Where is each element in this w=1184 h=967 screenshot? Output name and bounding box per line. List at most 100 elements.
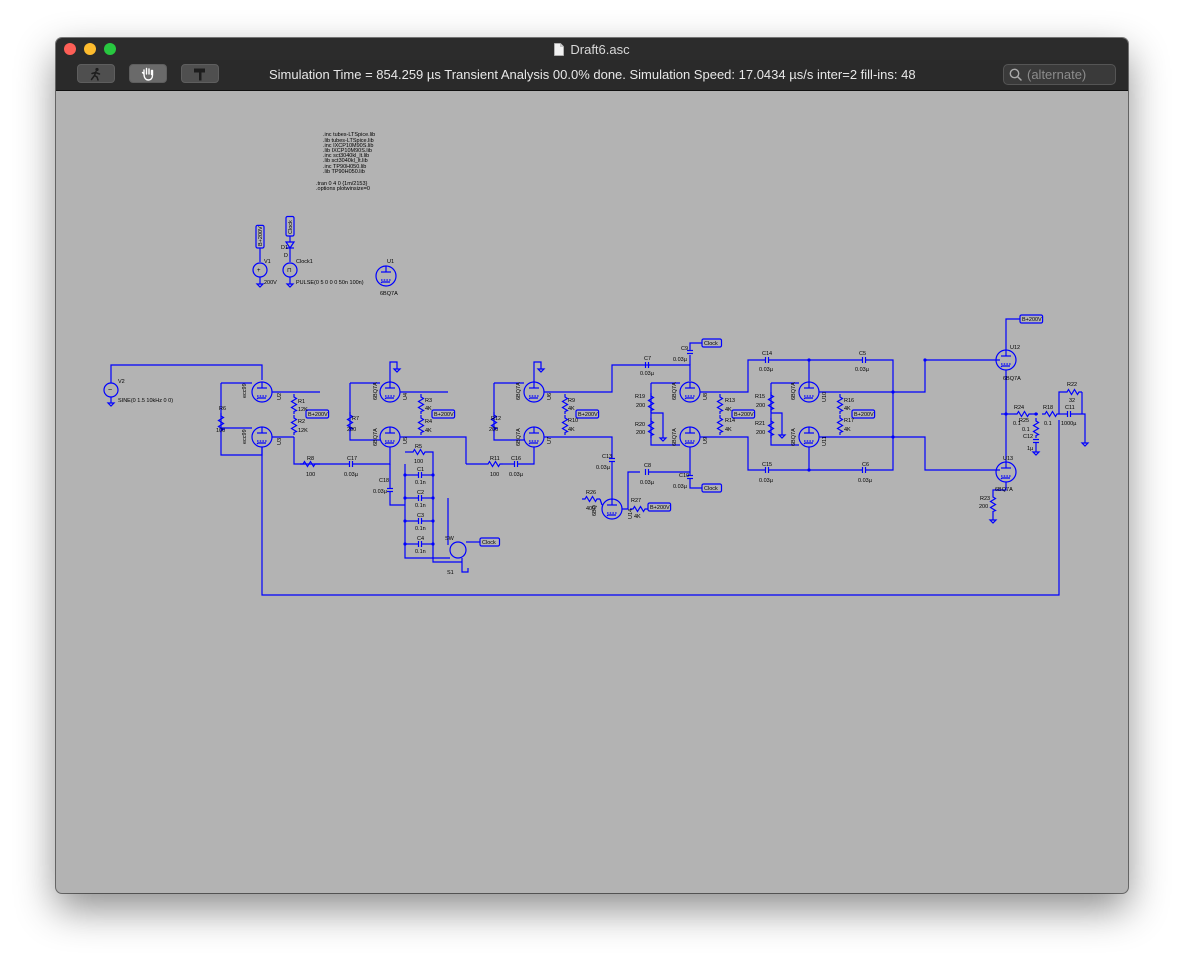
wire	[599, 498, 603, 506]
resistor-r25	[1032, 418, 1040, 438]
c15-name: C15	[762, 462, 772, 468]
resistor-r27	[630, 505, 648, 513]
close-window-button[interactable]	[64, 43, 76, 55]
bplus-flag-4-text: B+200V	[650, 505, 670, 511]
r16-value: 4K	[844, 406, 851, 412]
u14-type: 6BQ	[592, 504, 598, 516]
tube-cathode	[528, 397, 538, 400]
zoom-window-button[interactable]	[104, 43, 116, 55]
u11-type: 6BQ7A	[791, 428, 797, 446]
r11-name: R11	[490, 456, 500, 462]
clock1-name: Clock1	[296, 259, 313, 265]
u1-type: 6BQ7A	[380, 291, 398, 297]
hand-icon	[141, 67, 154, 81]
bplus-flag-2-text: B+200V	[434, 412, 454, 418]
ground-symbol	[536, 368, 546, 373]
c9-name: C9	[681, 346, 688, 352]
resistor-r19	[647, 393, 655, 413]
u6-name: U6	[547, 393, 553, 400]
u3-name: U3	[277, 438, 283, 445]
r5-name: R5	[415, 444, 422, 450]
c11-value: 1000µ	[1061, 421, 1077, 427]
spice-directive: .inc sct3040kl_lt.lib	[323, 153, 369, 159]
ground-symbol	[658, 437, 668, 442]
tube-cathode	[384, 442, 394, 445]
v2-name: V2	[118, 379, 125, 385]
junction-dot	[403, 496, 407, 500]
wire	[400, 436, 467, 464]
search-field[interactable]	[1003, 64, 1116, 85]
c2-name: C2	[417, 490, 424, 496]
v1-value: 200V	[264, 280, 277, 286]
resistor-r15	[767, 392, 775, 412]
wire	[689, 479, 702, 489]
resistor-r7	[346, 412, 354, 432]
tube-cathode	[1000, 365, 1010, 368]
halt-button[interactable]	[129, 64, 167, 83]
clock-net-flag	[285, 215, 295, 237]
clock1-value: PULSE(0 5 0 0 0 50n 100n)	[296, 280, 364, 286]
sw-name: SW	[445, 536, 455, 542]
hammer-icon	[194, 68, 205, 80]
minimize-window-button[interactable]	[84, 43, 96, 55]
run-button[interactable]	[77, 64, 115, 83]
clock-net-flag-text: Clock	[288, 220, 294, 234]
d1-model: D	[284, 253, 288, 259]
r18-name: R18	[1043, 405, 1053, 411]
r1-name: R1	[298, 399, 305, 405]
v2-value: SINE(0 1.5 10kHz 0 0)	[118, 398, 173, 404]
u11-name: U11	[822, 436, 828, 446]
u8-name: U8	[703, 393, 709, 400]
tube-cathode	[684, 397, 694, 400]
wire	[261, 420, 1060, 596]
c16-value: 0.03µ	[509, 472, 524, 478]
tube-cathode	[256, 397, 266, 400]
junction-dot	[403, 542, 407, 546]
ground-symbol	[255, 283, 265, 288]
junction-dot	[431, 519, 435, 523]
r14-name: R14	[725, 418, 735, 424]
u5-name: U5	[403, 437, 409, 444]
u10-name: U10	[822, 392, 828, 402]
bplus-flag-6-text: B+200V	[854, 412, 874, 418]
ground-symbol	[1080, 442, 1090, 447]
resistor-r23	[989, 494, 997, 514]
bplus-flag-5	[731, 409, 756, 419]
hammer-button[interactable]	[181, 64, 219, 83]
run-icon	[90, 67, 101, 81]
wire	[650, 383, 680, 446]
clock-flag-c9	[701, 338, 723, 348]
wire	[700, 359, 765, 393]
bplus-flag-5-text: B+200V	[734, 412, 754, 418]
c1-value: 0.1n	[415, 480, 426, 486]
wire	[651, 412, 664, 435]
r14-value: 4K	[725, 427, 732, 433]
v1-net-flag-text: B+200V	[258, 226, 264, 246]
r23-value: 200	[979, 504, 988, 510]
r2-value: 12K	[298, 428, 308, 434]
c18-value: 0.03µ	[373, 489, 388, 495]
spice-directive: .options plotwinsize=0	[316, 186, 370, 192]
u9-name: U9	[703, 437, 709, 444]
resistor-r26	[582, 495, 600, 503]
bplus-flag-2	[431, 409, 456, 419]
c6-name: C6	[862, 462, 869, 468]
tube-cathode	[1000, 477, 1010, 480]
wire	[461, 558, 469, 573]
r21-value: 200	[756, 430, 765, 436]
component-label: ⊓	[287, 268, 292, 274]
ground-symbol	[777, 434, 787, 439]
resistor-r18	[1042, 410, 1060, 418]
search-input[interactable]	[1027, 67, 1112, 82]
wire	[428, 451, 462, 563]
resistor-r22	[1064, 388, 1082, 396]
r5-value: 100	[414, 459, 423, 465]
resistor-r17	[836, 415, 844, 435]
resistor-r8	[300, 460, 318, 468]
r26-value: 400	[586, 506, 595, 512]
junction-dot	[1034, 412, 1038, 416]
junction-dot	[403, 473, 407, 477]
c7-value: 0.03µ	[640, 371, 655, 377]
